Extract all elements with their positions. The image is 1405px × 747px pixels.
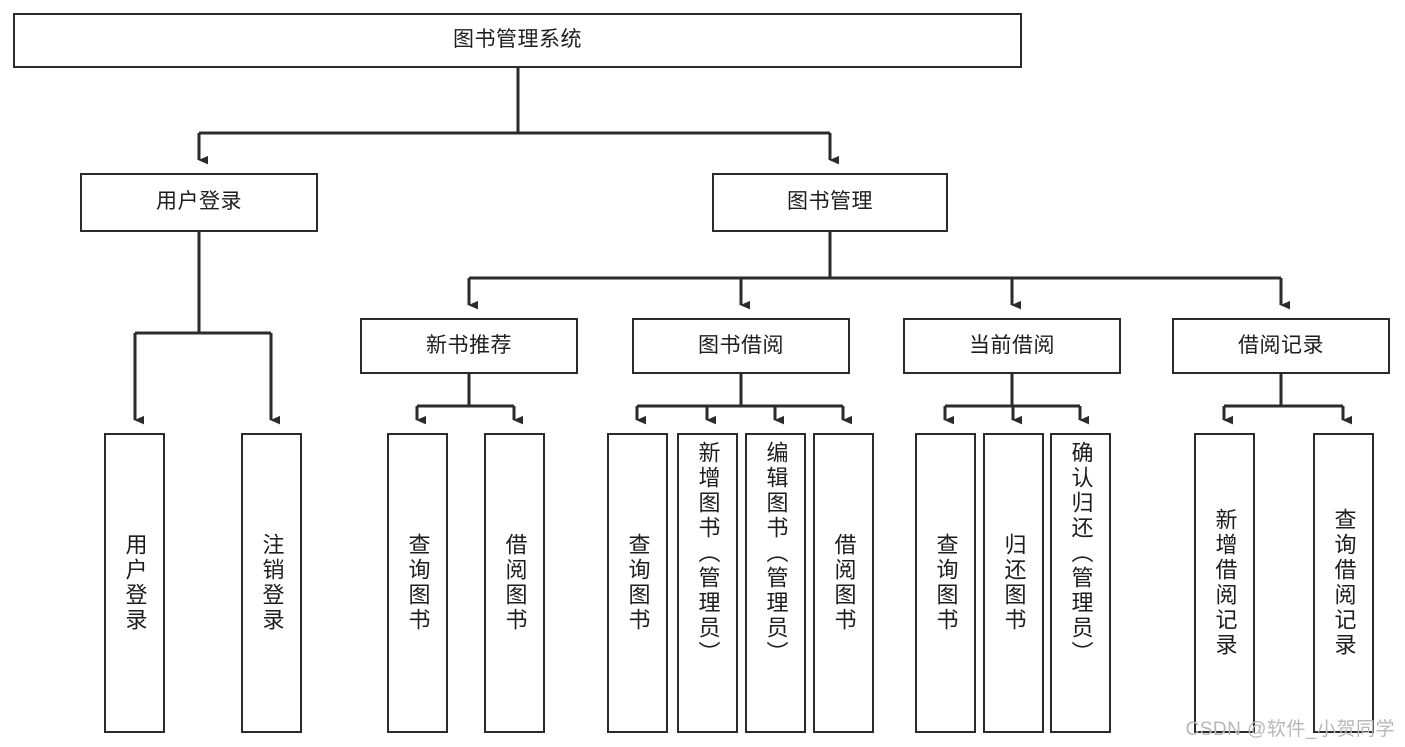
node-level2-book-management[interactable]: 图书管理 (712, 173, 948, 232)
node-leaf-logout[interactable]: 注销登录 (241, 433, 302, 733)
node-leaf-edit-book-admin[interactable]: 编辑图书（管理员） (745, 433, 806, 733)
node-leaf-borrow-books-new[interactable]: 借阅图书 (484, 433, 545, 733)
node-leaf-edit-book-admin-label: 编辑图书（管理员） (763, 441, 789, 666)
node-leaf-return-book-label: 归还图书 (1001, 533, 1027, 633)
node-level3-borrow-records-label: 借阅记录 (1238, 333, 1324, 357)
node-leaf-borrow-book-label: 借阅图书 (831, 533, 857, 633)
node-level3-new-book-recommend[interactable]: 新书推荐 (360, 318, 578, 374)
node-leaf-add-borrow-record[interactable]: 新增借阅记录 (1194, 433, 1255, 733)
node-leaf-borrow-book[interactable]: 借阅图书 (813, 433, 874, 733)
node-level3-book-borrow-label: 图书借阅 (698, 333, 784, 357)
node-leaf-query-books-new-label: 查询图书 (405, 533, 431, 633)
node-level2-book-management-label: 图书管理 (787, 190, 873, 214)
node-leaf-borrow-books-new-label: 借阅图书 (502, 533, 528, 633)
node-leaf-query-borrow-record-label: 查询借阅记录 (1331, 508, 1357, 658)
node-leaf-query-books-current-label: 查询图书 (933, 533, 959, 633)
node-root[interactable]: 图书管理系统 (13, 13, 1022, 68)
node-level2-user-login-label: 用户登录 (156, 190, 242, 214)
node-leaf-add-borrow-record-label: 新增借阅记录 (1212, 508, 1238, 658)
node-leaf-query-books-borrow-label: 查询图书 (625, 533, 651, 633)
node-leaf-confirm-return-admin[interactable]: 确认归还（管理员） (1050, 433, 1111, 733)
node-leaf-query-borrow-record[interactable]: 查询借阅记录 (1313, 433, 1374, 733)
node-level3-borrow-records[interactable]: 借阅记录 (1172, 318, 1390, 374)
node-level3-current-borrow[interactable]: 当前借阅 (903, 318, 1121, 374)
node-leaf-return-book[interactable]: 归还图书 (983, 433, 1044, 733)
node-leaf-add-book-admin-label: 新增图书（管理员） (695, 441, 721, 666)
node-level3-new-book-recommend-label: 新书推荐 (426, 333, 512, 357)
node-leaf-confirm-return-admin-label: 确认归还（管理员） (1068, 441, 1094, 666)
node-leaf-add-book-admin[interactable]: 新增图书（管理员） (677, 433, 738, 733)
node-leaf-query-books-borrow[interactable]: 查询图书 (607, 433, 668, 733)
node-leaf-logout-label: 注销登录 (259, 533, 285, 633)
node-leaf-user-login[interactable]: 用户登录 (104, 433, 165, 733)
node-leaf-user-login-label: 用户登录 (122, 533, 148, 633)
node-level2-user-login[interactable]: 用户登录 (80, 173, 318, 232)
node-leaf-query-books-new[interactable]: 查询图书 (387, 433, 448, 733)
node-root-label: 图书管理系统 (453, 28, 582, 52)
watermark-text: CSDN @软件_小贺同学 (1185, 719, 1395, 740)
node-level3-current-borrow-label: 当前借阅 (969, 333, 1055, 357)
node-leaf-query-books-current[interactable]: 查询图书 (915, 433, 976, 733)
node-level3-book-borrow[interactable]: 图书借阅 (632, 318, 850, 374)
